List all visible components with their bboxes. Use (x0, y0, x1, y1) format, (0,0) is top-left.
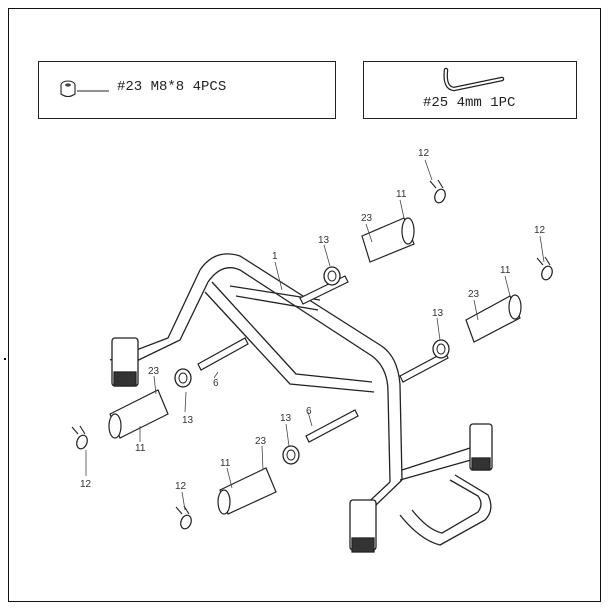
bolt-icon (60, 80, 109, 98)
part-label-bolt-4: 23 (255, 436, 267, 447)
hex-key-icon (443, 67, 505, 92)
spacer-washer-4 (282, 445, 300, 465)
part-label-spacer-4: 13 (280, 413, 292, 424)
part-label-bolt-2: 23 (468, 289, 480, 300)
part-label-bolt-3: 23 (148, 366, 160, 377)
part-label-group: 1 13 23 11 12 12 11 23 13 23 6 13 11 12 … (80, 148, 546, 492)
hardware-box-bolt: #23 M8*8 4PCS (38, 61, 336, 119)
sleeve-upper-right (361, 217, 415, 263)
stray-mark (4, 358, 6, 360)
part-label-sleeve-2: 11 (500, 265, 511, 276)
axle-top (299, 275, 449, 383)
part-label-sleeve-4: 11 (220, 458, 231, 469)
spacer-washer-1 (323, 266, 341, 286)
part-label-clip-3: 12 (80, 479, 92, 490)
spacer-washer-3 (174, 368, 192, 388)
hardware-label-hex-key: #25 4mm 1PC (423, 95, 516, 111)
part-label-sleeve-1: 11 (396, 189, 407, 200)
part-label-axle-2: 6 (306, 406, 312, 417)
part-label-spacer-2: 13 (432, 308, 444, 319)
part-label-axle-1: 6 (213, 378, 219, 389)
spring-clip-2 (536, 256, 555, 282)
part-label-bolt-1: 23 (361, 213, 373, 224)
drawing-frame (8, 8, 601, 602)
spring-clip-1 (429, 179, 448, 205)
axle-right (305, 409, 359, 443)
part-label-spacer-1: 13 (318, 235, 330, 246)
main-frame (109, 253, 493, 553)
part-label-frame: 1 (272, 251, 278, 262)
sleeve-bottom (217, 467, 277, 515)
leader-lines (85, 159, 545, 511)
spacer-washer-2 (432, 339, 450, 359)
axle-left (197, 337, 249, 371)
spring-clip-3 (71, 425, 90, 451)
part-label-sleeve-3: 11 (135, 443, 146, 454)
part-label-clip-2: 12 (534, 225, 546, 236)
part-label-clip-4: 12 (175, 481, 187, 492)
sleeve-left (108, 389, 169, 439)
hardware-box-hex-key: #25 4mm 1PC (363, 61, 577, 119)
hardware-label-bolt: #23 M8*8 4PCS (117, 79, 227, 95)
sleeve-right (465, 294, 522, 343)
part-label-clip-1: 12 (418, 148, 430, 159)
part-label-spacer-3: 13 (182, 415, 194, 426)
